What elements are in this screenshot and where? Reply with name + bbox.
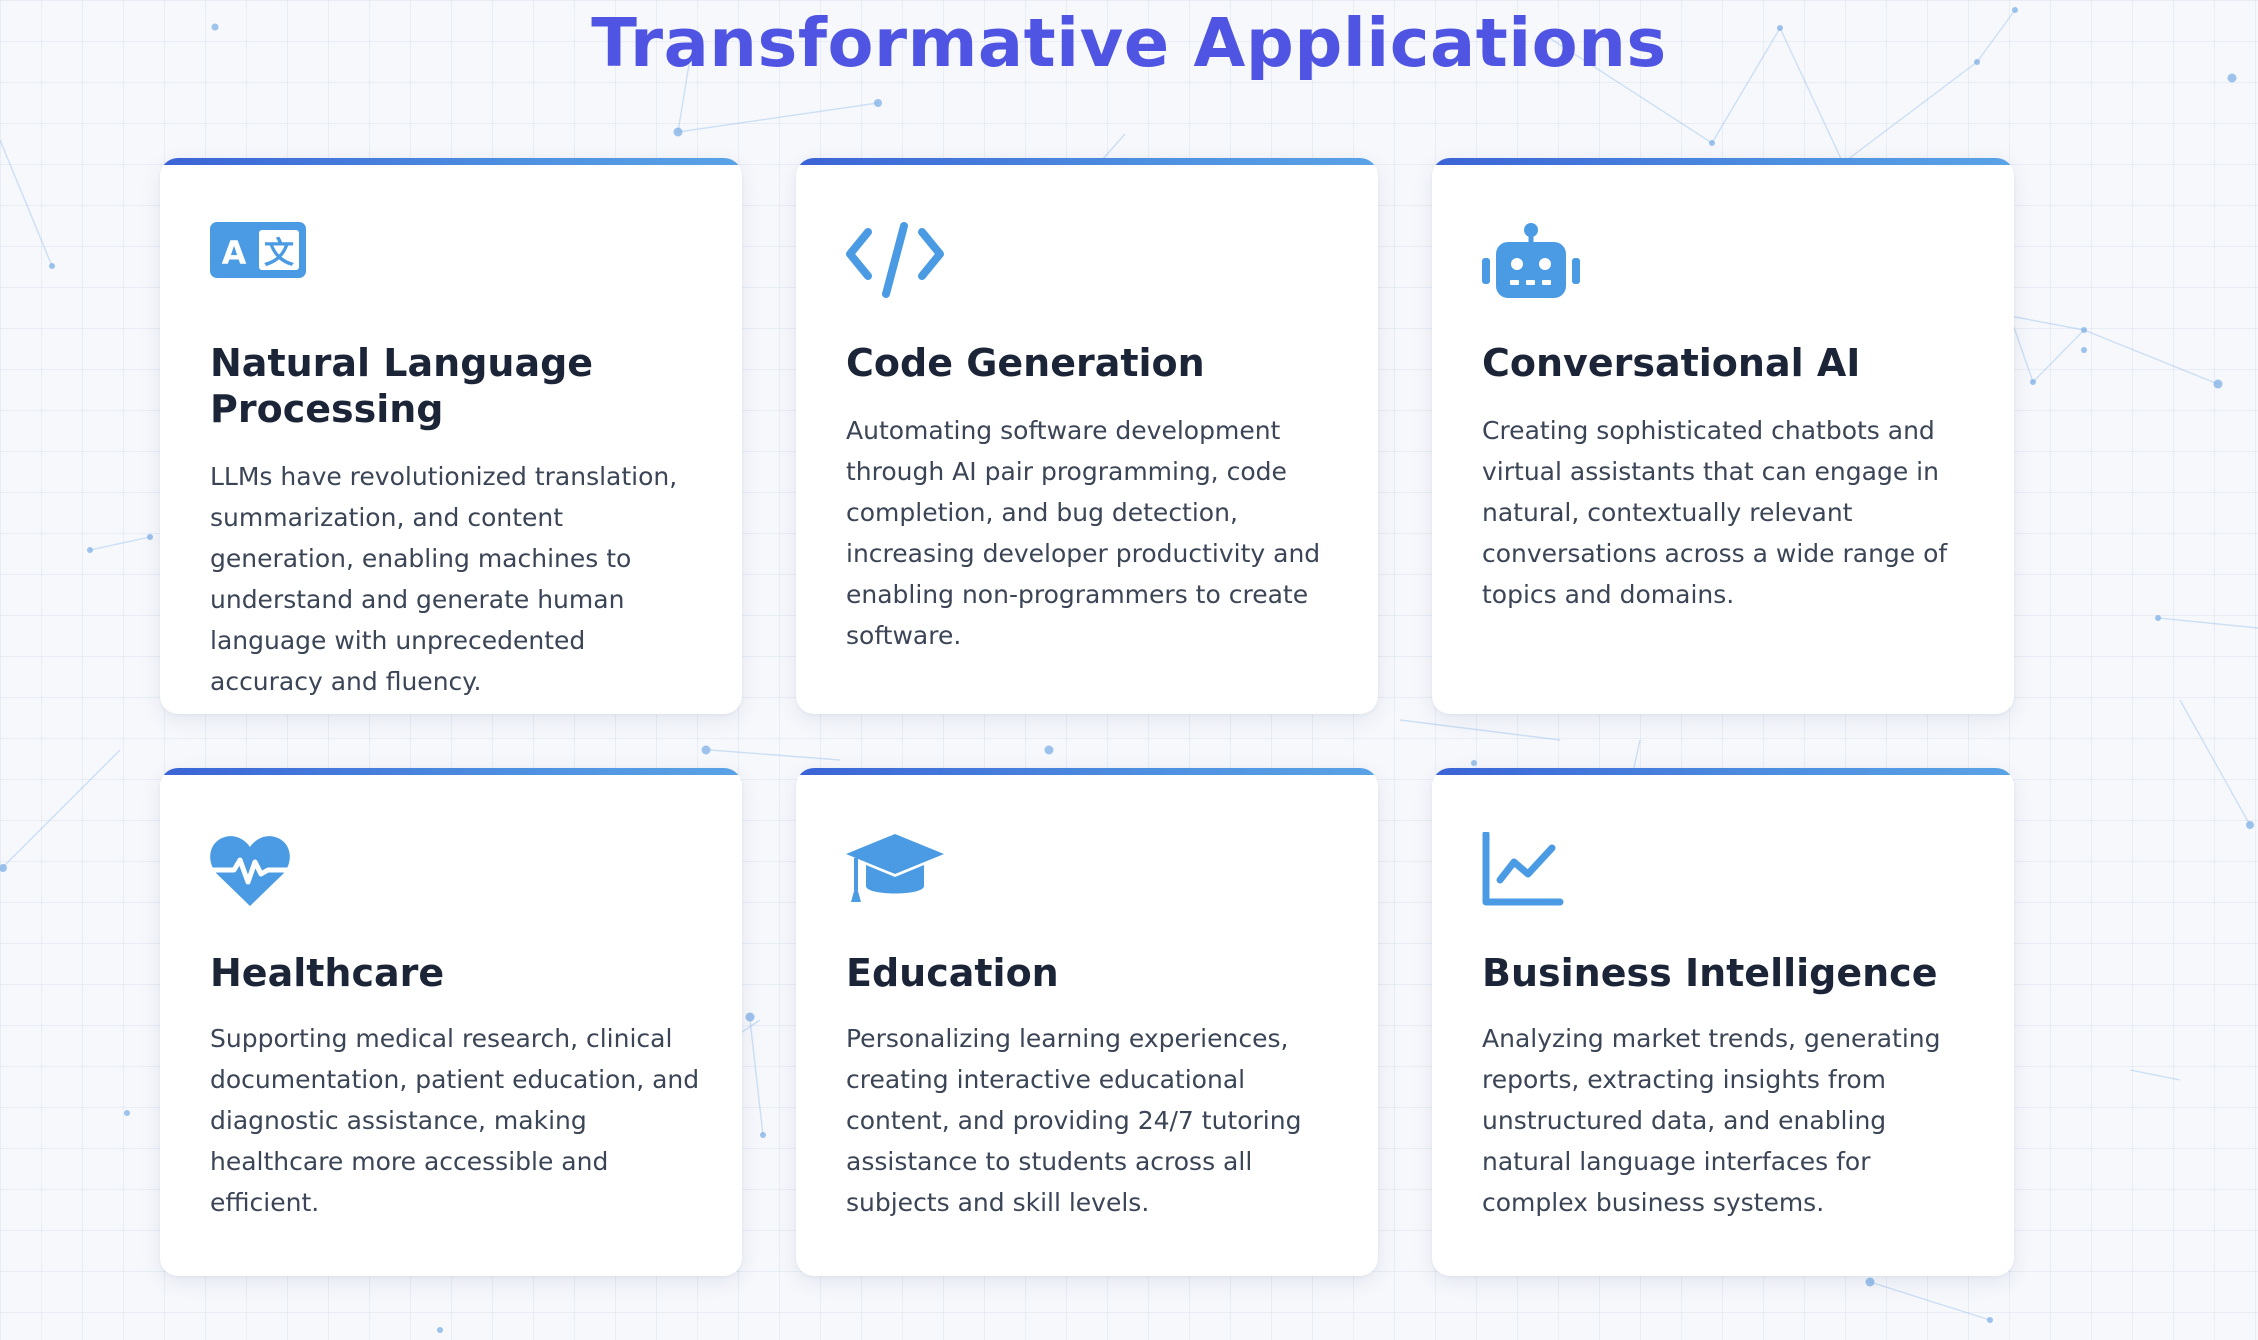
heartbeat-icon bbox=[210, 832, 310, 932]
card-title: Conversational AI bbox=[1482, 341, 1861, 385]
svg-text:文: 文 bbox=[264, 236, 294, 271]
card-conversational-ai: Conversational AI Creating sophisticated… bbox=[1432, 158, 2014, 714]
card-description: Analyzing market trends, generating repo… bbox=[1482, 1024, 1941, 1217]
card-business-intelligence: Business Intelligence Analyzing market t… bbox=[1432, 768, 2014, 1276]
card-title: Business Intelligence bbox=[1482, 951, 1938, 995]
card-healthcare: Healthcare Supporting medical research, … bbox=[160, 768, 742, 1276]
card-description: LLMs have revolutionized translation, su… bbox=[210, 462, 678, 696]
card-description: Supporting medical research, clinical do… bbox=[210, 1024, 700, 1217]
card-title: Education bbox=[846, 951, 1059, 995]
line-chart-icon bbox=[1482, 832, 1582, 932]
svg-text:A: A bbox=[222, 234, 247, 272]
card-code-generation: Code Generation Automating software deve… bbox=[796, 158, 1378, 714]
graduation-cap-icon bbox=[846, 832, 946, 932]
card-description: Automating software development through … bbox=[846, 416, 1321, 650]
translate-icon: A 文 bbox=[210, 222, 310, 322]
card-natural-language-processing: A 文 Natural Language Processing LLMs hav… bbox=[160, 158, 742, 714]
page-title: Transformative Applications bbox=[591, 4, 1667, 82]
card-title: Code Generation bbox=[846, 341, 1205, 385]
card-education: Education Personalizing learning experie… bbox=[796, 768, 1378, 1276]
card-title: Healthcare bbox=[210, 951, 445, 995]
code-icon bbox=[846, 222, 946, 322]
card-title: Natural Language Processing bbox=[210, 341, 594, 431]
robot-icon bbox=[1482, 222, 1582, 322]
card-description: Personalizing learning experiences, crea… bbox=[846, 1024, 1302, 1217]
card-description: Creating sophisticated chatbots and virt… bbox=[1482, 416, 1948, 609]
